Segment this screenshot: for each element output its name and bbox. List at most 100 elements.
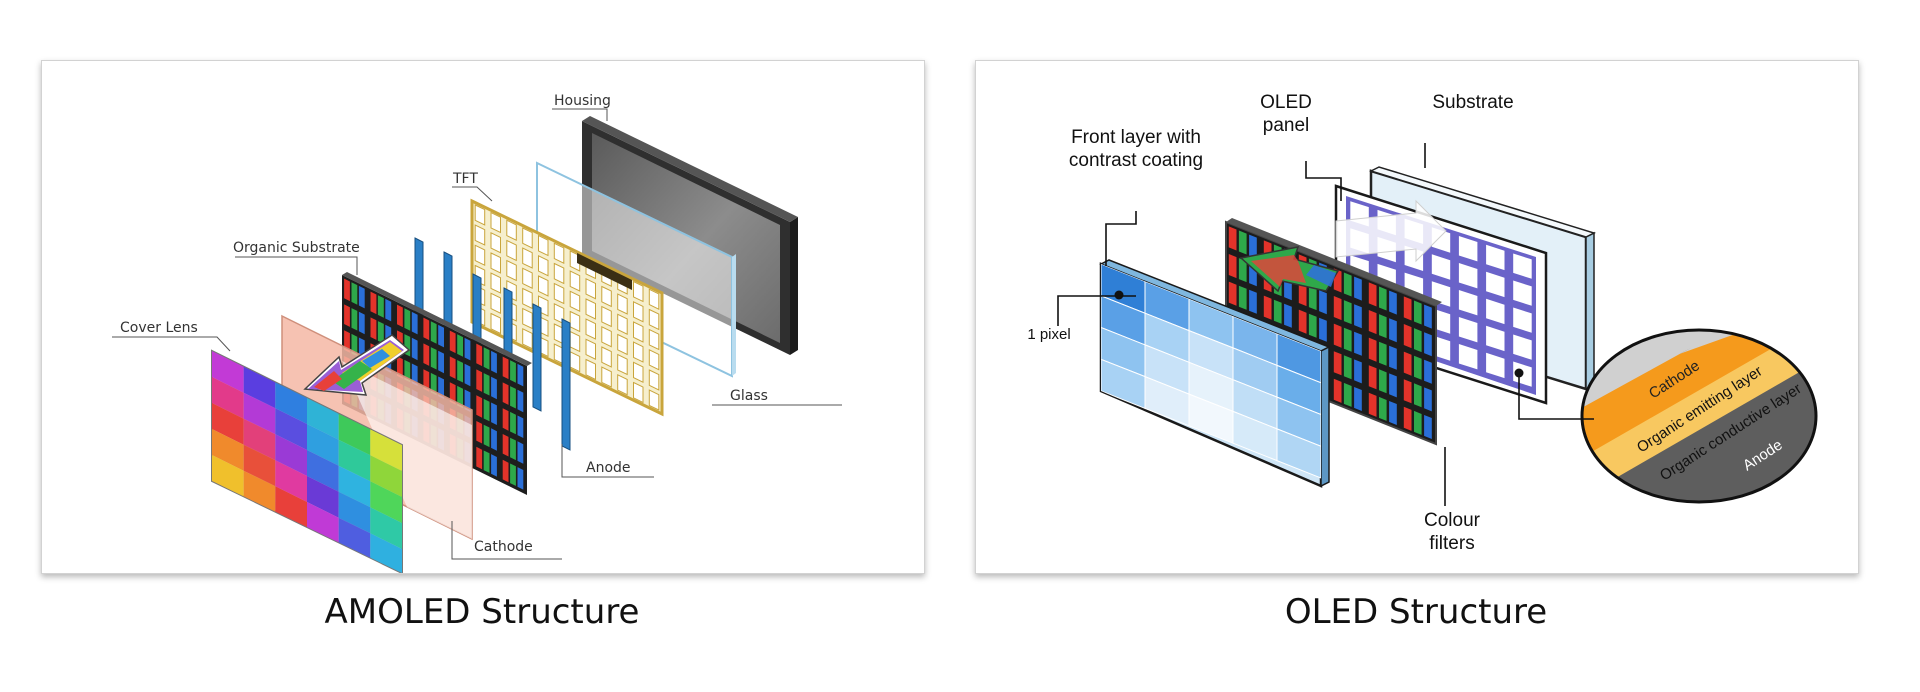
cover-lens-cell xyxy=(370,429,402,471)
organic-subpixel xyxy=(438,350,444,374)
oled-panel-cell xyxy=(1431,254,1451,280)
colour-filter-subpixel xyxy=(1333,296,1342,321)
tft-cell xyxy=(474,224,486,246)
amoled-caption: AMOLED Structure xyxy=(324,592,640,632)
organic-subpixel xyxy=(476,421,483,444)
oled-panel-cell xyxy=(1458,236,1478,262)
colour-filter-subpixel xyxy=(1379,314,1387,339)
tft-cell xyxy=(553,282,565,305)
tft-cell xyxy=(601,326,612,348)
oled-panel-cell xyxy=(1486,271,1505,298)
colour-filter-subpixel xyxy=(1389,345,1397,370)
colour-filter-subpixel xyxy=(1403,296,1412,321)
tft-cell xyxy=(569,310,581,333)
organic-subpixel xyxy=(457,360,463,383)
organic-subpixel xyxy=(517,415,524,438)
colour-filter-subpixel xyxy=(1368,337,1377,362)
oled-panel-cell xyxy=(1513,307,1532,333)
tft-cell xyxy=(585,298,596,320)
organic-subpixel xyxy=(476,369,483,392)
colour-filter-subpixel xyxy=(1333,351,1342,376)
colour-filter-subpixel xyxy=(1414,410,1422,435)
tft-cell xyxy=(617,353,628,376)
tft-cell xyxy=(506,219,517,241)
colour-filter-subpixel xyxy=(1389,290,1397,315)
tft-cell xyxy=(585,278,596,300)
organic-subpixel xyxy=(483,373,490,396)
tft-cell xyxy=(538,275,549,297)
colour-filter-subpixel xyxy=(1414,328,1422,353)
colour-filter-subpixel xyxy=(1379,369,1387,394)
organic-subpixel xyxy=(449,356,456,379)
cover-lens-cell xyxy=(212,429,244,471)
colour-filter-subpixel xyxy=(1368,365,1377,390)
label-cathode: Cathode xyxy=(474,539,533,555)
tft-cell xyxy=(633,361,644,383)
front-layer-pixel-grid xyxy=(1101,264,1321,479)
colour-filter-subpixel xyxy=(1424,387,1432,412)
cover-lens-cell xyxy=(307,424,339,466)
colour-filter-subpixel xyxy=(1414,300,1422,325)
cover-lens-cell xyxy=(243,470,276,513)
colour-filter-subpixel xyxy=(1403,406,1412,431)
colour-filter-subpixel xyxy=(1238,230,1247,255)
layer-detail-ellipse: Cathode Organic emitting layer Organic c… xyxy=(1580,328,1818,504)
cover-lens-cell xyxy=(243,392,276,435)
oled-panel-cell xyxy=(1458,263,1478,289)
oled-caption: OLED Structure xyxy=(1284,592,1548,632)
cover-lens-cell xyxy=(338,439,371,482)
tft-cell xyxy=(648,389,660,411)
colour-filter-subpixel xyxy=(1403,379,1412,404)
colour-filter-subpixel xyxy=(1319,317,1327,342)
organic-subpixel xyxy=(483,450,490,473)
label-cover-lens: Cover Lens xyxy=(120,320,198,336)
tft-cell xyxy=(474,244,486,266)
cover-lens-cell xyxy=(275,460,307,502)
organic-subpixel xyxy=(502,434,509,457)
colour-filter-subpixel xyxy=(1354,276,1362,301)
cover-lens-cell xyxy=(338,491,371,534)
cover-lens-cell xyxy=(275,382,307,424)
oled-panel-cell xyxy=(1513,334,1532,360)
tft-cell xyxy=(617,374,628,396)
tft-cell xyxy=(490,232,501,254)
tft-cell xyxy=(553,242,565,264)
tft-cell xyxy=(633,321,644,343)
organic-subpixel xyxy=(397,304,403,328)
colour-filter-subpixel xyxy=(1379,396,1387,421)
organic-subpixel xyxy=(464,337,471,361)
oled-panel-cell xyxy=(1486,244,1505,271)
organic-subpixel xyxy=(517,441,524,464)
organic-subpixel xyxy=(404,308,411,331)
organic-subpixel xyxy=(517,363,524,387)
cover-lens-cell xyxy=(307,450,339,492)
colour-filter-subpixel xyxy=(1424,415,1432,439)
label-housing: Housing xyxy=(554,93,611,109)
colour-filter-subpixel xyxy=(1379,341,1387,366)
colour-filter-subpixel xyxy=(1354,359,1362,384)
organic-subpixel xyxy=(430,347,437,370)
label-glass: Glass xyxy=(730,388,768,404)
tft-cell xyxy=(538,255,549,277)
tft-cell xyxy=(538,234,549,257)
tft-cell xyxy=(506,259,517,282)
organic-subpixel xyxy=(457,334,463,357)
tft-cell xyxy=(601,305,612,328)
oled-panel-cell xyxy=(1458,344,1478,370)
tft-cell xyxy=(648,369,660,391)
tft-cell xyxy=(648,328,660,351)
colour-filter-subpixel xyxy=(1343,272,1352,297)
colour-filter-subpixel xyxy=(1389,373,1397,398)
tft-cell xyxy=(569,270,581,292)
colour-filter-subpixel xyxy=(1284,303,1292,328)
cover-lens-cell xyxy=(243,366,276,409)
organic-subpixel xyxy=(377,321,384,344)
tft-cell xyxy=(553,262,565,285)
label-one-pixel: 1 pixel xyxy=(1027,326,1070,343)
organic-subpixel xyxy=(370,317,377,340)
tft-cell xyxy=(648,308,660,331)
colour-filter-subpixel xyxy=(1333,323,1342,348)
oled-leader-lines xyxy=(1057,143,1594,506)
organic-substrate-layer xyxy=(342,272,532,495)
organic-subpixel xyxy=(502,459,509,483)
